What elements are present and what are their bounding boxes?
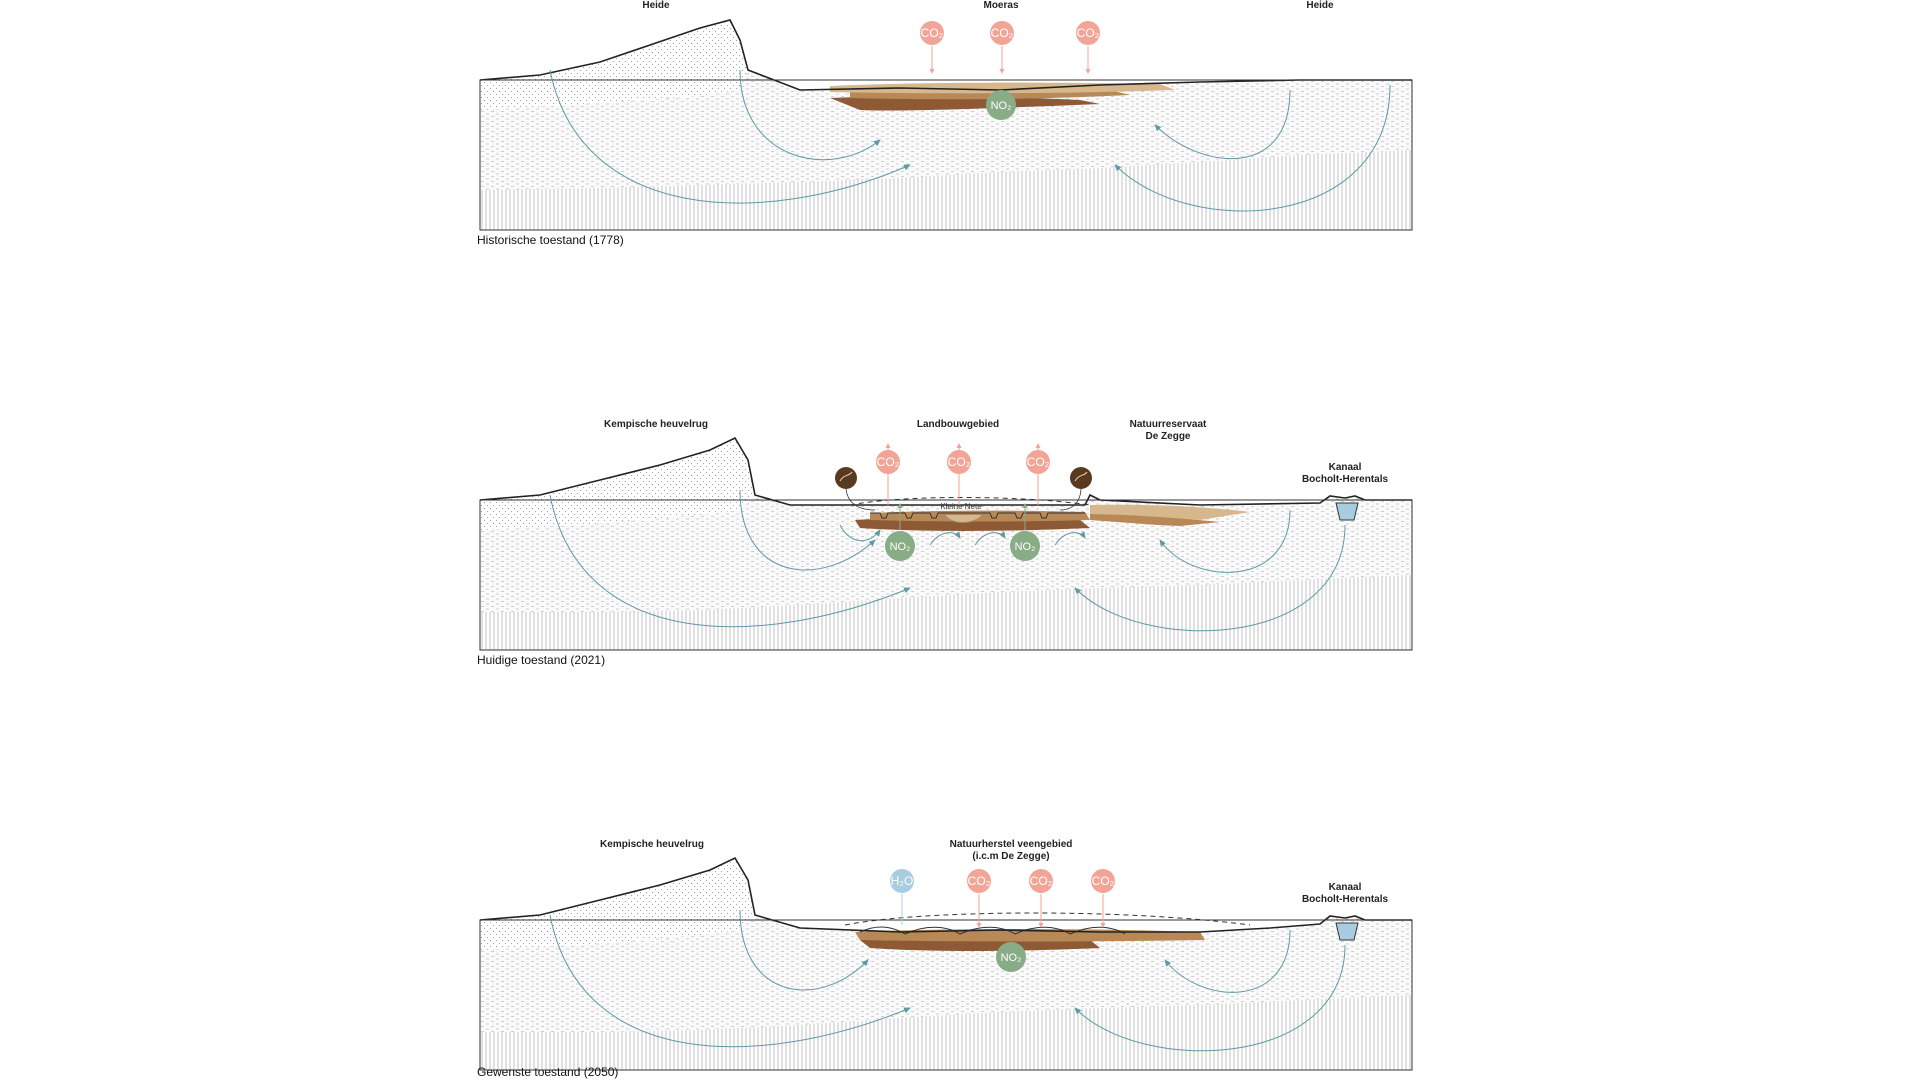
gas-label-co2: CO₂ (1030, 874, 1053, 888)
fungus-icon (1070, 467, 1092, 489)
river-label: Kleine Nete (940, 502, 982, 511)
groundwater-flows (549, 489, 1346, 632)
fungus-icon-stroke (1074, 471, 1088, 482)
curved-arrow-icon (1114, 84, 1391, 212)
region-label: Heide (642, 0, 670, 11)
drainage-ditches (870, 512, 1085, 519)
region-label: Heide (1306, 0, 1334, 11)
groundwater-flows (549, 69, 1391, 212)
panel-desired: H₂O CO₂ CO₂ CO₂ NO₂ Kempische heuvelrug … (477, 839, 1413, 1079)
curved-arrow-icon (1154, 89, 1291, 160)
curved-arrow-icon (549, 494, 911, 628)
curved-arrow-icon (1054, 531, 1086, 546)
region-label: Bocholt-Herentals (1302, 474, 1389, 485)
circle-bubble-icon (890, 869, 914, 893)
curved-arrow-icon (1074, 944, 1346, 1052)
circle-bubble-icon (996, 942, 1026, 972)
region-label: Kanaal (1329, 882, 1362, 893)
ground-surface (479, 19, 1412, 91)
fungus-link (845, 488, 876, 511)
circle-bubble-icon (947, 450, 971, 474)
soil-profile (479, 19, 1413, 231)
emissions: CO₂ CO₂ CO₂ NO₂ (920, 21, 1100, 120)
profile-frame (479, 919, 1413, 1071)
panel-caption: Historische toestand (1778) (477, 233, 624, 247)
dune-layer (480, 858, 755, 950)
gas-label-co2: CO₂ (968, 874, 991, 888)
curved-arrow-icon (839, 524, 881, 542)
circle-bubble-icon (876, 450, 900, 474)
panel-current: CO₂ CO₂ CO₂ NO₂ NO₂ Kleine Nete Kempisch… (477, 419, 1413, 667)
gas-label-co2: CO₂ (921, 26, 944, 40)
curved-arrow-icon (929, 531, 961, 546)
historic-surface-line (849, 497, 1091, 506)
region-label: (i.c.m De Zegge) (972, 851, 1049, 862)
gas-label-h2o: H₂O (891, 874, 914, 888)
gas-label-no2: NO₂ (1001, 952, 1022, 964)
curved-arrow-icon (974, 531, 1006, 546)
circle-bubble-icon (1026, 450, 1050, 474)
emissions: H₂O CO₂ CO₂ CO₂ NO₂ (890, 869, 1115, 972)
circle-bubble-icon (1076, 21, 1100, 45)
circle-bubble-icon (1010, 531, 1040, 561)
panel-caption: Huidige toestand (2021) (477, 653, 605, 667)
peat-lower (830, 96, 1100, 111)
curved-arrow-icon (739, 69, 881, 161)
ground-surface (479, 436, 1412, 506)
region-label: De Zegge (1145, 431, 1190, 442)
region-label: Landbouwgebied (917, 419, 999, 430)
gas-label-co2: CO₂ (948, 455, 971, 469)
soil-profile (479, 856, 1413, 1071)
curved-arrow-icon (549, 914, 911, 1048)
gas-label-no2: NO₂ (890, 541, 911, 553)
groundwater-flows (549, 909, 1346, 1052)
gas-label-co2: CO₂ (1027, 455, 1050, 469)
gas-label-no2: NO₂ (1015, 541, 1036, 553)
circle-bubble-icon (885, 531, 915, 561)
region-label: Kempische heuvelrug (604, 419, 708, 430)
curved-arrow-icon (1164, 929, 1291, 993)
curved-arrow-icon (1074, 524, 1346, 632)
region-label: Natuurreservaat (1130, 419, 1207, 430)
fungus-markers (835, 467, 1092, 511)
dune-layer (480, 438, 755, 530)
curved-arrow-icon (1159, 509, 1291, 573)
profile-frame (479, 499, 1413, 651)
circle-bubble-icon (990, 21, 1014, 45)
canal-water (1335, 922, 1359, 941)
gas-label-co2: CO₂ (877, 455, 900, 469)
circle-bubble-icon (967, 869, 991, 893)
gas-label-no2: NO₂ (991, 100, 1012, 112)
canal-water (1335, 502, 1359, 521)
panel-historic: CO₂ CO₂ CO₂ NO₂ Heide Moeras Heide Histo… (477, 0, 1413, 247)
circle-bubble-icon (1029, 869, 1053, 893)
target-surface-line (844, 912, 1251, 926)
circle-bubble-icon (986, 90, 1016, 120)
fungus-link (1059, 488, 1082, 511)
curved-arrow-icon (739, 909, 869, 991)
soil-profile (479, 436, 1413, 651)
fungus-icon (835, 467, 857, 489)
gas-label-co2: CO₂ (1077, 26, 1100, 40)
region-label: Kempische heuvelrug (600, 839, 704, 850)
dune-layer (480, 20, 748, 110)
river-bank (944, 514, 983, 523)
fungus-icon-stroke (839, 471, 853, 482)
circle-bubble-icon (1091, 869, 1115, 893)
region-label: Natuurherstel veengebied (950, 839, 1073, 850)
circle-bubble-icon (920, 21, 944, 45)
gas-label-co2: CO₂ (991, 26, 1014, 40)
region-label: Moeras (983, 0, 1018, 11)
ground-surface (479, 856, 1412, 933)
panel-caption: Gewenste toestand (2050) (477, 1065, 618, 1079)
region-label: Bocholt-Herentals (1302, 894, 1389, 905)
emissions: CO₂ CO₂ CO₂ NO₂ NO₂ (876, 443, 1050, 561)
peat-reserve-lower (1090, 514, 1220, 526)
region-label: Kanaal (1329, 462, 1362, 473)
curved-arrow-icon (739, 489, 876, 571)
profile-frame (479, 79, 1413, 231)
gas-label-co2: CO₂ (1092, 874, 1115, 888)
curved-arrow-icon (549, 69, 911, 204)
